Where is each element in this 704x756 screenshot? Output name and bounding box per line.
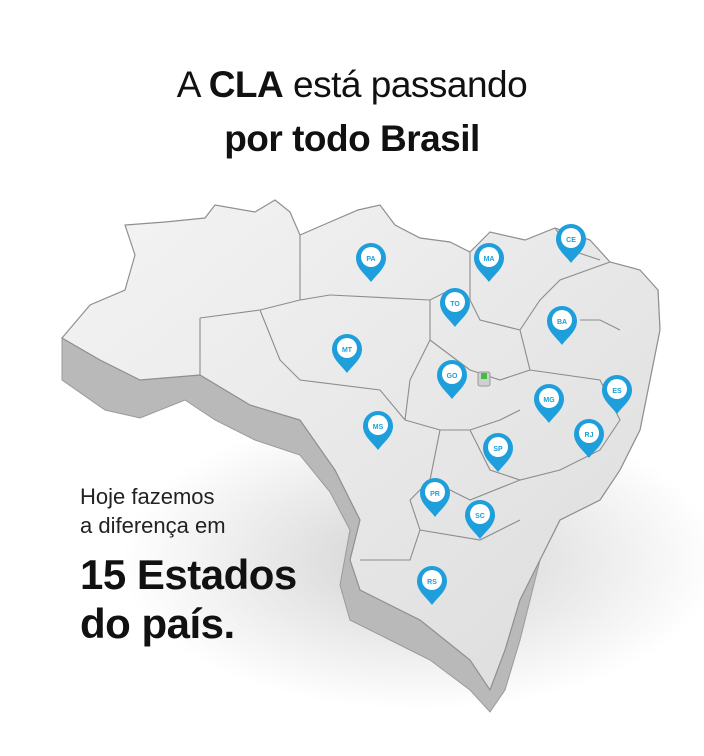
pin-label: GO: [447, 373, 458, 380]
headline-line-2: por todo Brasil: [224, 118, 480, 159]
pin-inner-circle: [579, 423, 599, 443]
pin-pr[interactable]: PR: [420, 478, 450, 517]
pin-inner-circle: [607, 379, 627, 399]
pin-label: ES: [612, 388, 622, 395]
pin-to[interactable]: TO: [440, 288, 470, 327]
pin-es[interactable]: ES: [602, 375, 632, 414]
headline-brand: CLA: [208, 64, 284, 105]
state-borders: [199, 227, 621, 561]
states-count-line: 15 Estados: [80, 551, 297, 598]
pin-label: RS: [427, 579, 437, 586]
pin-inner-circle: [442, 364, 462, 384]
headline-suffix: está passando: [283, 64, 528, 105]
pin-ba[interactable]: BA: [547, 306, 577, 345]
pin-inner-circle: [368, 415, 388, 435]
pin-label: CE: [566, 237, 576, 244]
pin-label: PA: [366, 256, 375, 263]
pin-inner-circle: [470, 504, 490, 524]
pin-label: MG: [543, 397, 555, 404]
pin-label: MT: [342, 347, 353, 354]
pin-label: SC: [475, 513, 485, 520]
pin-go[interactable]: GO: [437, 360, 467, 399]
pin-mt[interactable]: MT: [332, 334, 362, 373]
pin-sc[interactable]: SC: [465, 500, 495, 539]
pin-mg[interactable]: MG: [534, 384, 564, 423]
pin-inner-circle: [488, 437, 508, 457]
pin-label: MA: [484, 256, 495, 263]
map-top: [61, 199, 661, 692]
pin-inner-circle: [552, 310, 572, 330]
pin-ms[interactable]: MS: [363, 411, 393, 450]
pin-ce[interactable]: CE: [556, 224, 586, 263]
pin-pa[interactable]: PA: [356, 243, 386, 282]
pin-inner-circle: [361, 247, 381, 267]
pin-label: SP: [493, 446, 503, 453]
pin-sp[interactable]: SP: [483, 433, 513, 472]
pin-label: BA: [557, 319, 567, 326]
pin-ma[interactable]: MA: [474, 243, 504, 282]
df-marker: [477, 371, 491, 387]
country-word: do país: [80, 600, 224, 647]
headline: A CLA está passando por todo Brasil: [0, 58, 704, 166]
pin-inner-circle: [539, 388, 559, 408]
pin-label: MS: [373, 424, 384, 431]
side-text: Hoje fazemos a diferença em 15 Estados d…: [80, 482, 297, 648]
country-line: do país.: [80, 599, 297, 648]
pin-inner-circle: [425, 482, 445, 502]
country-dot: .: [223, 600, 236, 647]
side-line-2: a diferença em: [80, 513, 226, 538]
state-pins: PA MA CE TO BA MT GO MG ES MS SP RJ PR SC RS: [332, 224, 632, 605]
pin-inner-circle: [479, 247, 499, 267]
pin-rs[interactable]: RS: [417, 566, 447, 605]
pin-inner-circle: [445, 292, 465, 312]
pin-inner-circle: [422, 570, 442, 590]
pin-label: TO: [450, 301, 460, 308]
pin-label: PR: [430, 491, 440, 498]
headline-prefix: A: [176, 64, 209, 105]
pin-inner-circle: [337, 338, 357, 358]
side-line-1: Hoje fazemos: [80, 484, 215, 509]
headline-line-1: A CLA está passando: [0, 58, 704, 112]
pin-rj[interactable]: RJ: [574, 419, 604, 458]
pin-label: RJ: [585, 432, 594, 439]
pin-inner-circle: [561, 228, 581, 248]
